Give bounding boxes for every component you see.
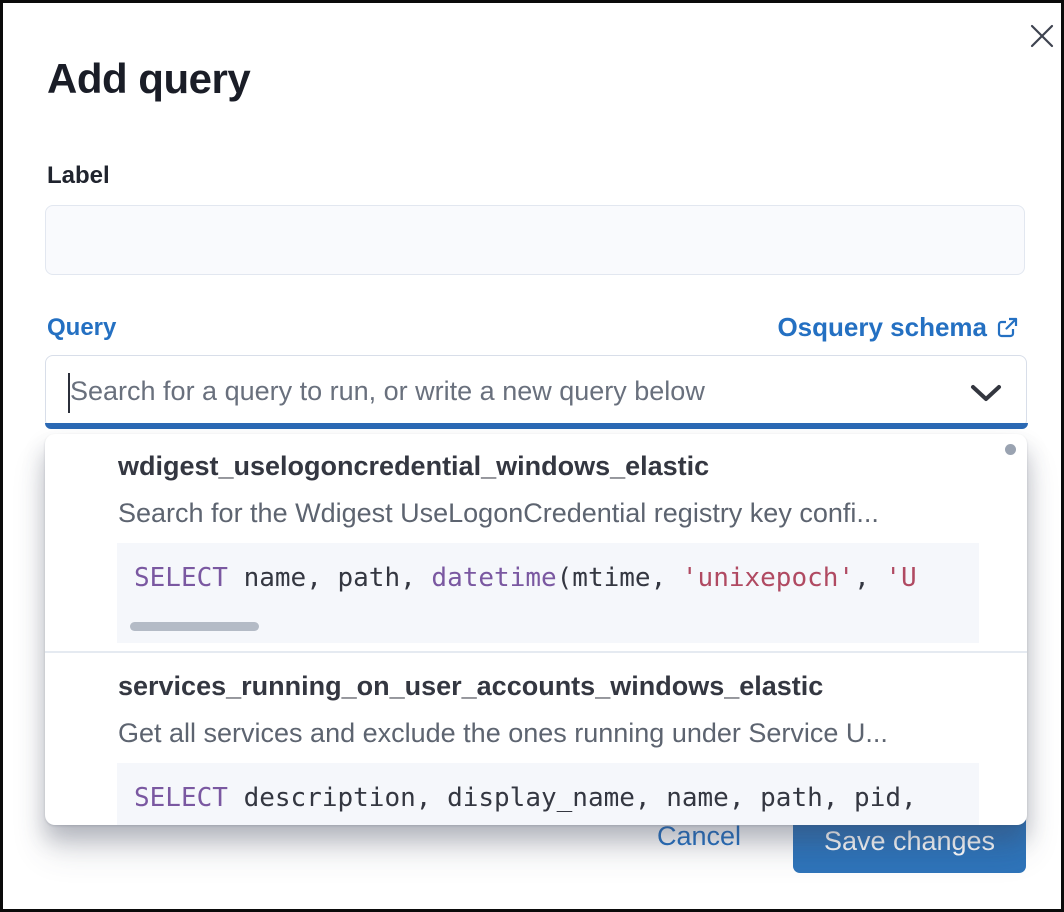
query-option-description: Search for the Wdigest UseLogonCredentia…	[118, 498, 879, 528]
query-suggestions-dropdown: wdigest_uselogoncredential_windows_elast…	[45, 434, 1027, 825]
sql-snippet: SELECT description, display_name, name, …	[134, 783, 917, 813]
label-field-label: Label	[47, 162, 110, 189]
cancel-button[interactable]: Cancel	[639, 811, 759, 861]
query-option-title: services_running_on_user_accounts_window…	[118, 671, 824, 701]
option-divider	[45, 651, 1027, 653]
focus-underline	[44, 422, 1028, 429]
close-icon	[1028, 22, 1056, 50]
query-option[interactable]: wdigest_uselogoncredential_windows_elast…	[45, 449, 1027, 643]
query-field-label: Query	[47, 314, 117, 341]
osquery-schema-link[interactable]: Osquery schema	[777, 312, 1019, 343]
query-search-combobox[interactable]	[44, 355, 1028, 429]
text-cursor	[68, 373, 70, 413]
external-link-icon	[995, 316, 1019, 340]
modal-title: Add query	[47, 55, 251, 102]
close-button[interactable]	[1021, 15, 1061, 57]
query-search-input[interactable]	[70, 356, 950, 427]
osquery-schema-link-label: Osquery schema	[777, 312, 987, 342]
vertical-scrollbar-thumb[interactable]	[1005, 444, 1016, 455]
chevron-down-icon[interactable]	[970, 384, 1002, 408]
horizontal-scrollbar-thumb[interactable]	[130, 622, 259, 631]
query-option-title: wdigest_uselogoncredential_windows_elast…	[118, 451, 710, 481]
query-option-code: SELECT name, path, datetime(mtime, 'unix…	[117, 543, 979, 643]
query-option-code: SELECT description, display_name, name, …	[117, 763, 979, 825]
label-input[interactable]	[45, 205, 1025, 275]
query-option-description: Get all services and exclude the ones ru…	[118, 718, 888, 748]
query-option[interactable]: services_running_on_user_accounts_window…	[45, 669, 1027, 825]
sql-snippet: SELECT name, path, datetime(mtime, 'unix…	[134, 563, 917, 593]
